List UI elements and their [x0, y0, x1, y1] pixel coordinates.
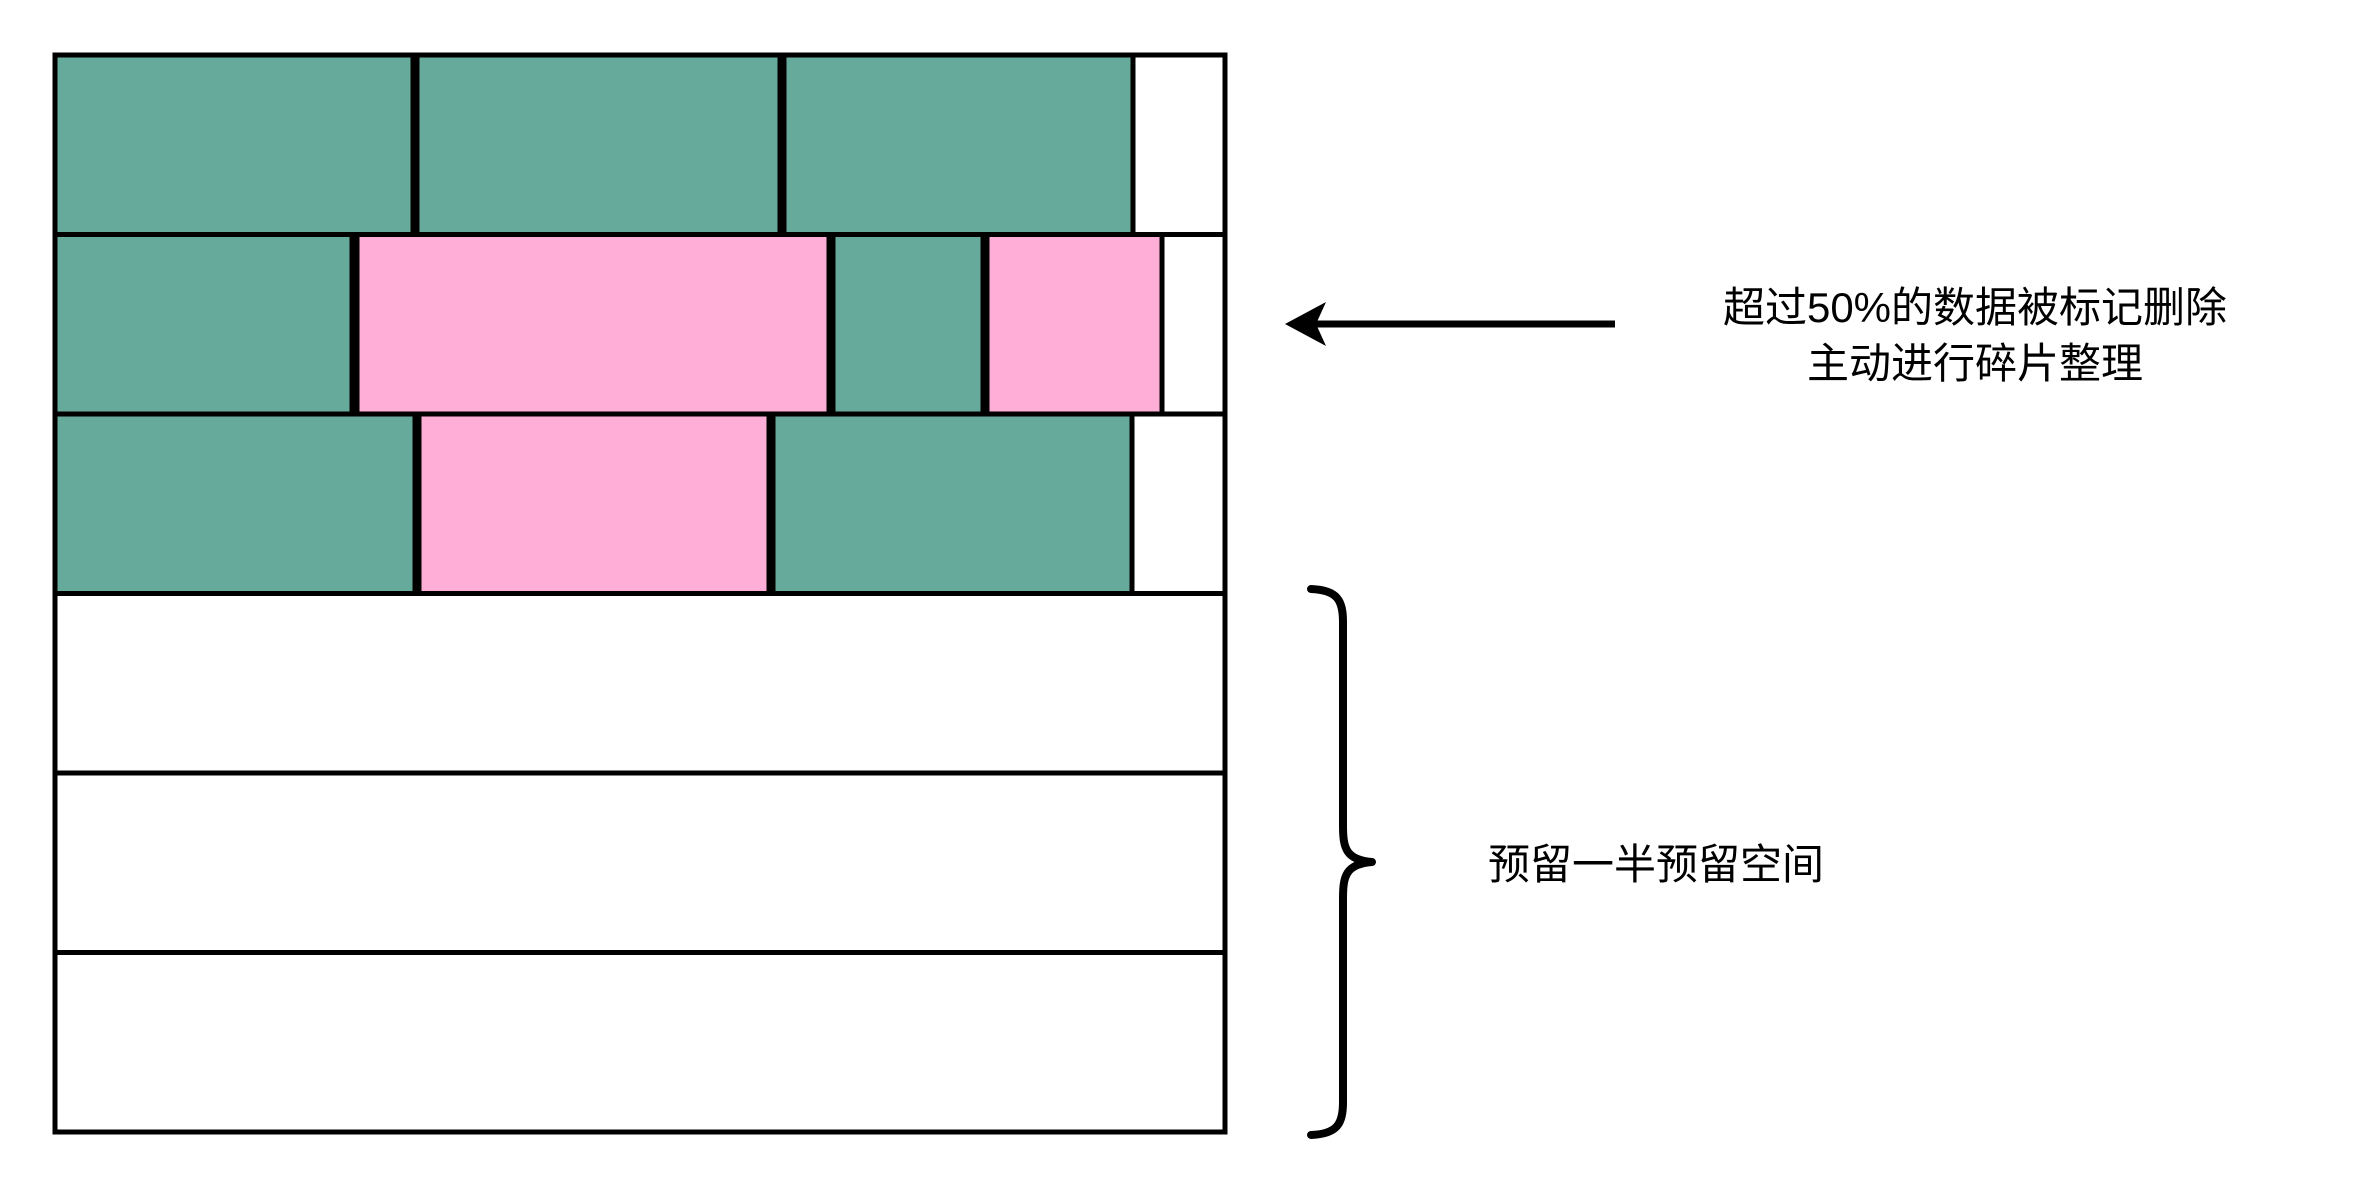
row-4: [52, 591, 1228, 776]
block-used: [414, 52, 783, 237]
defrag-annotation-line2: 主动进行碎片整理: [1806, 340, 2143, 387]
defrag-arrow-head-icon: [1285, 302, 1326, 346]
defrag-annotation-line1: 超过50%的数据被标记删除: [1722, 284, 2228, 331]
block-used: [52, 411, 418, 596]
block-used: [52, 52, 416, 237]
block-deleted: [984, 232, 1165, 417]
row-5: [52, 770, 1228, 955]
block-used: [781, 52, 1136, 237]
block-used: [770, 411, 1135, 596]
block-used: [52, 232, 355, 417]
block-deleted: [416, 411, 772, 596]
reserve-brace-icon: [1307, 585, 1376, 1139]
block-deleted: [354, 232, 832, 417]
defrag-annotation: 超过50%的数据被标记删除 主动进行碎片整理: [1723, 280, 2227, 392]
reserve-annotation: 预留一半预留空间: [1488, 841, 1825, 888]
disk-grid: [52, 52, 1228, 1135]
block-used: [830, 232, 986, 417]
defrag-arrow: [1285, 302, 1615, 346]
row-6: [52, 950, 1228, 1135]
